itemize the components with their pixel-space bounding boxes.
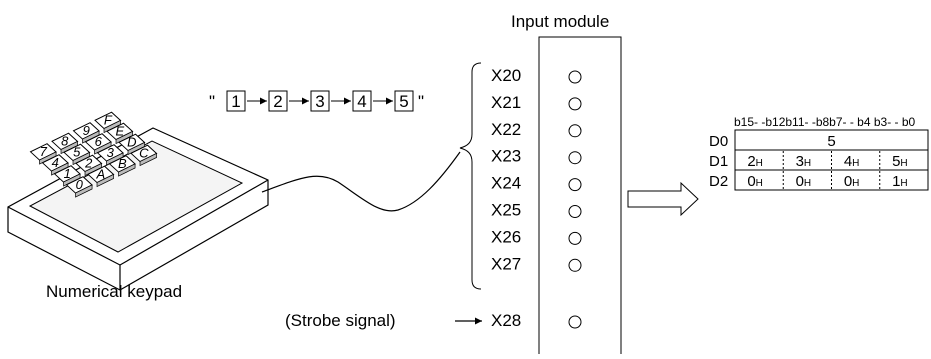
key-label: 9 (83, 123, 90, 138)
strobe-input-label: X28 (491, 311, 521, 330)
input-label: X26 (491, 227, 521, 246)
register-name: D2 (709, 173, 728, 190)
register-name: D0 (709, 133, 728, 150)
strobe-led (568, 315, 582, 329)
key-label: 4 (52, 155, 59, 170)
nibble-value: 0H (844, 173, 860, 190)
keypad-key: B (108, 155, 136, 177)
input-led (568, 231, 582, 245)
key-label: 2 (84, 155, 93, 170)
keypad-key: 0 (65, 176, 93, 198)
hex-suffix: H (852, 158, 859, 169)
nibble-value: 0H (747, 173, 763, 190)
keypad-key: 2 (75, 154, 103, 177)
sequence-key-box (310, 90, 330, 112)
transfer-arrow (627, 181, 699, 217)
keypad-key: 8 (51, 132, 79, 155)
input-label: X27 (491, 254, 521, 273)
input-led (568, 258, 582, 272)
sequence-key-box (352, 90, 372, 112)
sequence-key-label: 5 (399, 92, 408, 111)
register-table: D0 5D1 2H 3H 4H 5H D2 0H 0H 0H 1H (709, 129, 929, 191)
hex-suffix: H (900, 158, 907, 169)
key-label: 5 (73, 144, 81, 159)
key-label: A (95, 166, 105, 181)
register-name: D1 (709, 153, 728, 170)
hex-suffix: H (756, 158, 763, 169)
hex-suffix: H (804, 158, 811, 169)
key-label: 8 (61, 133, 69, 148)
keypad-key: E (106, 122, 134, 145)
key-side (96, 173, 114, 188)
input-label: X22 (491, 120, 521, 139)
key-label: E (115, 123, 124, 138)
sequence-key-label: 3 (315, 92, 324, 111)
nibble-value: 3H (796, 153, 812, 170)
key-side (139, 152, 157, 167)
input-led (568, 97, 582, 111)
nibble-value: 2H (747, 153, 763, 170)
input-label: X24 (491, 174, 521, 193)
input-led (568, 178, 582, 192)
input-led (568, 151, 582, 165)
key-label: 1 (64, 166, 71, 181)
key-label: 3 (107, 145, 115, 160)
sequence-key-label: 2 (273, 92, 282, 111)
nibble-value: 4H (844, 153, 860, 170)
key-sequence: " 1 2 3 4 5 " (209, 90, 424, 112)
sequence-key-box (268, 90, 288, 112)
input-label: X21 (491, 93, 521, 112)
key-label: C (139, 145, 149, 160)
keypad-key: 3 (96, 144, 124, 166)
sequence-key-label: 4 (357, 92, 366, 111)
input-led (568, 205, 582, 218)
keypad-key: 1 (53, 165, 81, 187)
input-label: X20 (491, 66, 521, 85)
key-label: 6 (95, 134, 103, 149)
nibble-value: 0H (796, 173, 812, 190)
module-body (538, 36, 622, 354)
strobe-label: (Strobe signal) (285, 311, 396, 330)
key-side (75, 184, 93, 198)
input-led (568, 70, 582, 84)
input-brace (459, 62, 482, 290)
input-led (568, 124, 582, 138)
sequence-quote-open: " (209, 92, 215, 111)
sequence-key-label: 1 (231, 92, 240, 111)
keypad-key: 9 (72, 122, 100, 144)
hex-suffix: H (852, 178, 859, 189)
hex-suffix: H (900, 178, 907, 189)
keypad-key: A (87, 165, 115, 188)
keypad-cable (261, 151, 461, 212)
nibble-value: 1H (892, 173, 908, 190)
bit-header: b15- -b12b11- -b8b7- - b4 b3- - b0 (734, 115, 916, 129)
key-label: 0 (76, 177, 84, 192)
keypad-key: C (130, 144, 158, 167)
sequence-key-box (394, 90, 414, 112)
sequence-key-box (226, 90, 246, 112)
sequence-quote-close: " (418, 92, 424, 111)
keypad-label: Numerical keypad (46, 282, 182, 301)
key-label: D (127, 134, 136, 149)
key-label: 7 (40, 144, 48, 159)
key-side (118, 163, 136, 177)
nibble-value: 5H (892, 153, 908, 170)
module-title: Input module (511, 12, 609, 31)
hex-suffix: H (804, 178, 811, 189)
hex-suffix: H (756, 178, 763, 189)
register-value: 5 (827, 133, 835, 150)
key-label: F (104, 112, 113, 127)
input-label: X23 (491, 147, 521, 166)
key-label: B (118, 156, 127, 171)
register-row (734, 169, 929, 191)
input-label: X25 (491, 201, 521, 220)
